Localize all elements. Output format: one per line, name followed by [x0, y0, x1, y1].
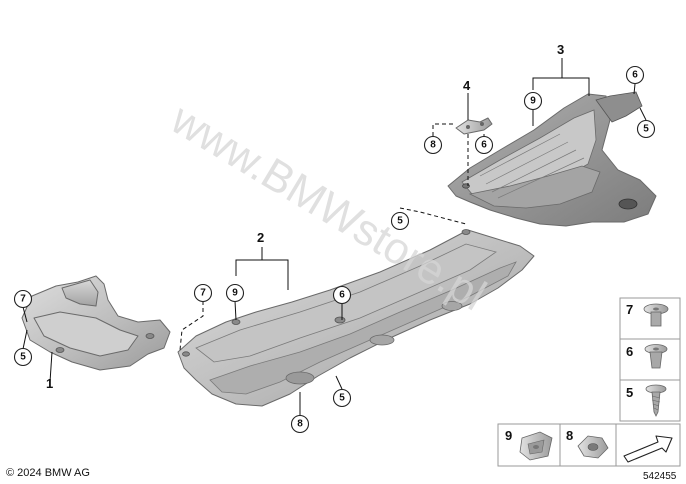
svg-text:8: 8 [430, 140, 436, 151]
legend-label-5: 5 [626, 385, 633, 400]
legend-label-8: 8 [566, 428, 573, 443]
callout-7-front: 7 [13, 289, 33, 309]
collar-screw-icon [645, 384, 667, 417]
holder-bracket [455, 117, 493, 135]
expanding-rivet-icon [643, 303, 669, 327]
legend-box-arrow [615, 423, 681, 467]
callout-6-center: 6 [332, 285, 352, 305]
clip-nut-icon [644, 344, 668, 369]
heat-shield-rear [447, 91, 657, 227]
svg-text:8: 8 [297, 419, 303, 430]
direction-arrow-icon [623, 435, 673, 463]
svg-text:5: 5 [397, 216, 403, 227]
part-label-2: 2 [257, 230, 264, 245]
svg-text:9: 9 [530, 96, 536, 107]
legend-label-9: 9 [505, 428, 512, 443]
svg-text:5: 5 [20, 352, 26, 363]
callout-5-center: 5 [332, 388, 352, 408]
callout-6-rear: 6 [625, 65, 645, 85]
svg-text:6: 6 [632, 70, 638, 81]
underbody-shield-front [21, 275, 171, 371]
legend-label-6: 6 [626, 344, 633, 359]
svg-text:6: 6 [339, 290, 345, 301]
fastener-legend: 7 6 5 9 8 [497, 297, 681, 467]
callout-5-mid: 5 [390, 211, 410, 231]
underbody-shield-center [177, 229, 535, 407]
svg-text:5: 5 [643, 124, 649, 135]
part-label-3: 3 [557, 42, 564, 57]
copyright-text: © 2024 BMW AG [6, 467, 90, 479]
legend-label-7: 7 [626, 302, 633, 317]
callout-9-center: 9 [225, 283, 245, 303]
hex-nut-icon [577, 435, 609, 459]
part-label-1: 1 [46, 376, 53, 391]
callout-5-front: 5 [13, 347, 33, 367]
svg-text:6: 6 [481, 140, 487, 151]
callout-8-center: 8 [290, 414, 310, 434]
image-number: 542455 [643, 471, 677, 482]
svg-text:7: 7 [20, 294, 26, 305]
callout-9-rear: 9 [523, 91, 543, 111]
callout-8-bracket: 8 [423, 135, 443, 155]
svg-text:5: 5 [339, 393, 345, 404]
callout-5-rear: 5 [636, 119, 656, 139]
callout-6-bracket: 6 [474, 135, 494, 155]
watermark-text: www.BMWstore.pl [162, 94, 494, 320]
svg-text:9: 9 [232, 288, 238, 299]
svg-text:7: 7 [200, 288, 206, 299]
callout-7-center: 7 [193, 283, 213, 303]
part-label-4: 4 [463, 78, 471, 93]
spring-nut-icon [519, 431, 553, 461]
